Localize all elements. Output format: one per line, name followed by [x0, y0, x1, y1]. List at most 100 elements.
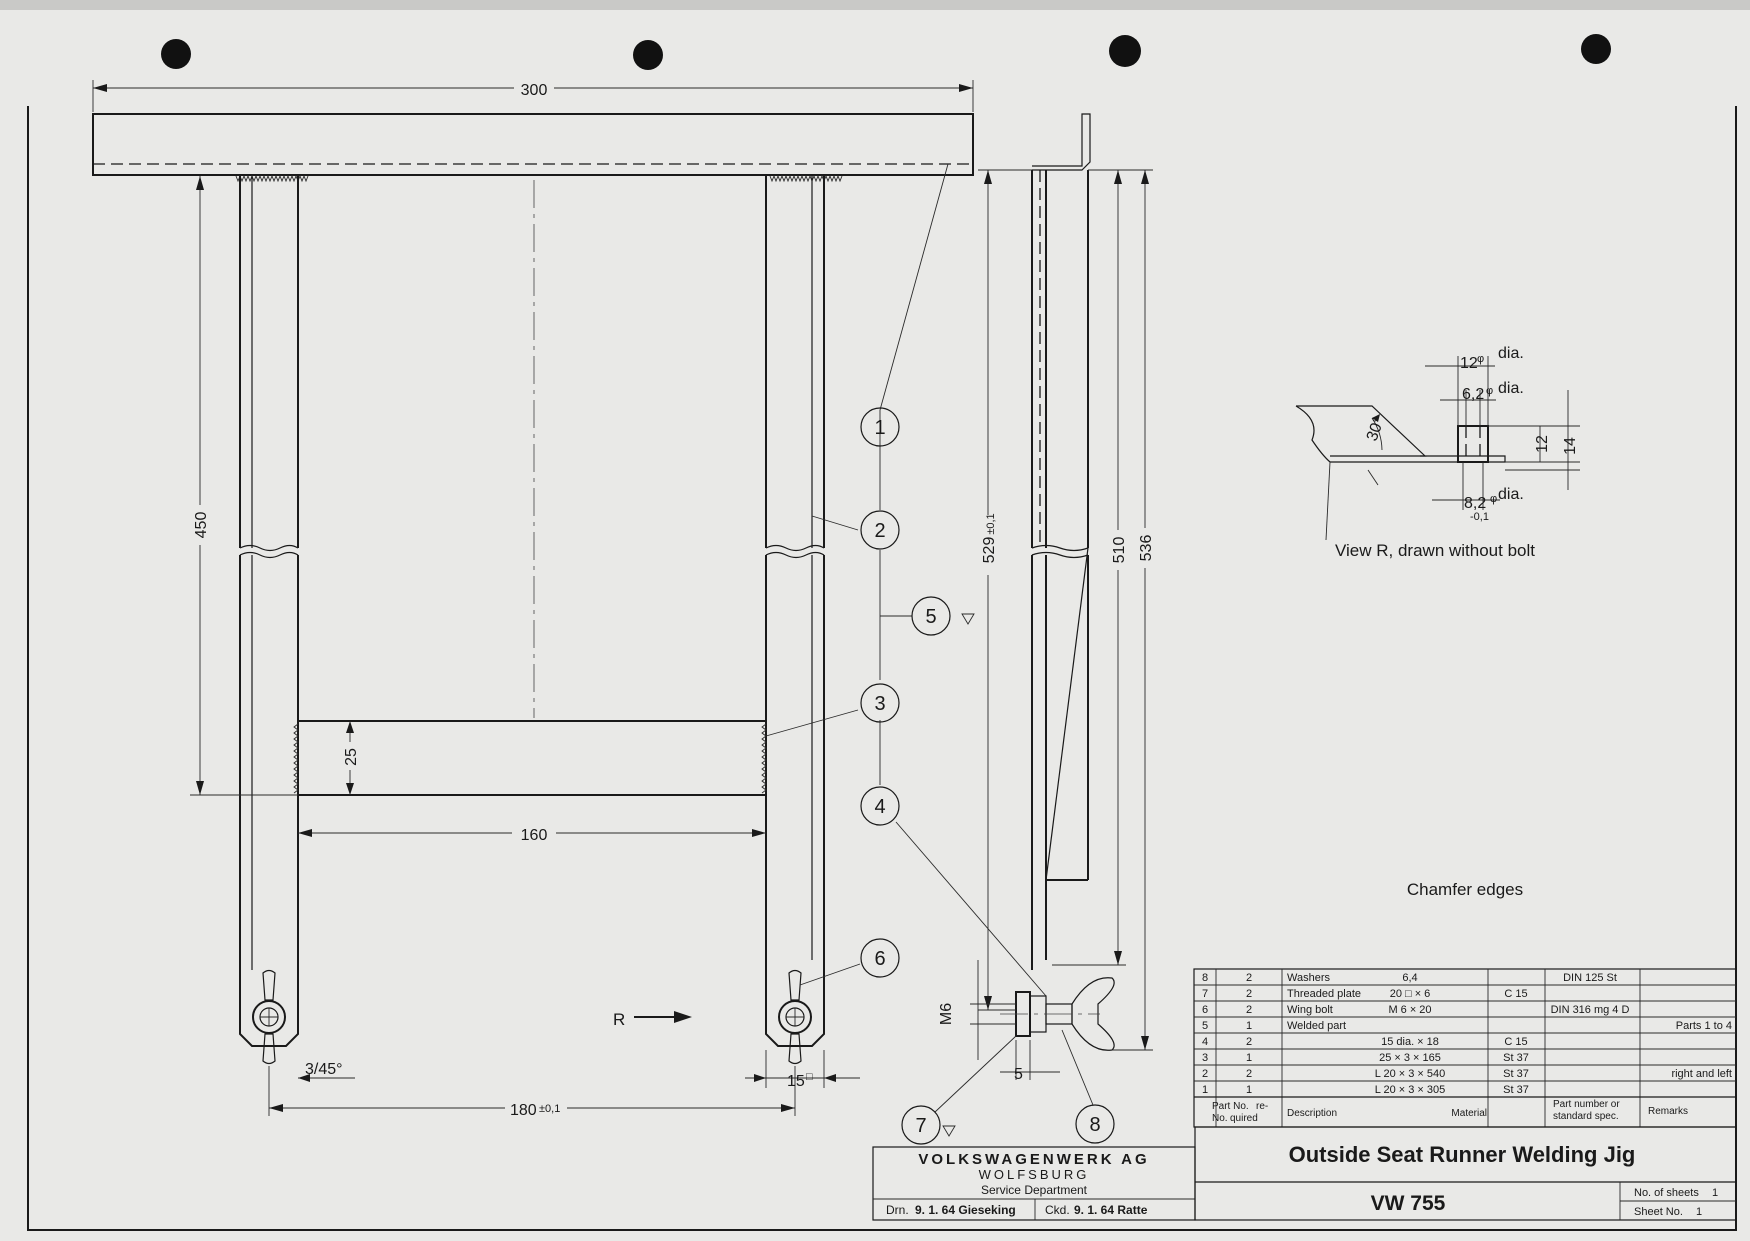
dim-12-dia-label: dia. — [1498, 345, 1524, 362]
punch-hole — [1581, 34, 1611, 64]
side-bolt-assembly — [1000, 977, 1115, 1051]
part-remarks: Parts 1 to 4 — [1676, 1020, 1732, 1032]
sheet-no-label: Sheet No. — [1634, 1206, 1683, 1218]
drawing-number: VW 755 — [1371, 1192, 1446, 1215]
part-description: Welded part — [1287, 1020, 1346, 1032]
checked-label: Ckd. — [1045, 1203, 1070, 1217]
dim-510: 510 — [1111, 537, 1128, 564]
front-dimensions: 300 450 25 160 180 ±0,1 3/45° 15 □ R — [92, 78, 974, 1119]
part-qty: 1 — [1246, 1020, 1252, 1032]
part-no: 1 — [1202, 1084, 1208, 1096]
header-spec-1: Part number or — [1553, 1099, 1620, 1110]
top-angle-bar — [92, 113, 974, 176]
dim-180: 180 — [510, 1102, 537, 1119]
part-material: C 15 — [1504, 988, 1527, 1000]
part-qty: 2 — [1246, 988, 1252, 1000]
part-spec: DIN 316 mg 4 D — [1551, 1004, 1630, 1016]
part-no: 6 — [1202, 1004, 1208, 1016]
balloon-6: 6 — [860, 938, 900, 978]
left-wing-bolt — [252, 969, 286, 1065]
front-view — [92, 113, 974, 1065]
part-size: L 20 × 3 × 540 — [1375, 1068, 1446, 1080]
punch-hole — [1109, 35, 1141, 67]
balloon-1: 1 — [860, 407, 900, 447]
side-top-flange — [1032, 113, 1091, 171]
balloon-8: 8 — [1075, 1104, 1115, 1144]
parts-row: 7 2 Threaded plate 20 □ × 6 C 15 — [1202, 988, 1528, 1000]
dim-12-phi: φ — [1477, 353, 1484, 365]
sheets-label: No. of sheets — [1634, 1187, 1699, 1199]
part-description: Threaded plate — [1287, 988, 1361, 1000]
header-material: Material — [1451, 1108, 1487, 1119]
dim-160: 160 — [521, 827, 548, 844]
part-size: 15 dia. × 18 — [1381, 1036, 1439, 1048]
part-no: 4 — [1202, 1036, 1208, 1048]
part-material: St 37 — [1503, 1084, 1529, 1096]
svg-text:2: 2 — [874, 520, 885, 542]
svg-text:6: 6 — [874, 948, 885, 970]
balloon-3: 3 — [860, 683, 900, 723]
chamfer-note: Chamfer edges — [1407, 880, 1523, 899]
dim-15-square: □ — [806, 1071, 813, 1083]
left-leg-break — [239, 544, 299, 559]
svg-text:5: 5 — [925, 606, 936, 628]
side-break — [1031, 544, 1089, 559]
drawn-label: Drn. — [886, 1203, 909, 1217]
part-description: Washers — [1287, 972, 1330, 984]
dim-62-dia: 6,2 — [1462, 386, 1484, 403]
balloon-2: 2 — [860, 510, 900, 550]
part-no: 2 — [1202, 1068, 1208, 1080]
part-material: St 37 — [1503, 1068, 1529, 1080]
header-qty-2: quired — [1230, 1113, 1258, 1124]
dim-180-tolerance: ±0,1 — [539, 1103, 560, 1115]
dim-14-height: 14 — [1562, 437, 1579, 455]
punch-hole — [161, 39, 191, 69]
side-brace — [1045, 547, 1089, 881]
part-no: 7 — [1202, 988, 1208, 1000]
dim-62-dia-label: dia. — [1498, 380, 1524, 397]
company-name: VOLKSWAGENWERK AG — [918, 1151, 1149, 1168]
svg-text:3: 3 — [874, 693, 885, 715]
svg-text:4: 4 — [874, 796, 885, 818]
dim-450: 450 — [193, 512, 210, 539]
header-part-no: Part No. — [1212, 1101, 1249, 1112]
part-size: M 6 × 20 — [1388, 1004, 1431, 1016]
dim-82-dia-label: dia. — [1498, 486, 1524, 503]
part-material: C 15 — [1504, 1036, 1527, 1048]
dim-m6: M6 — [938, 1003, 955, 1025]
dim-chamfer: 3/45° — [305, 1061, 343, 1078]
dim-62-phi: φ — [1486, 385, 1493, 397]
department: Service Department — [981, 1183, 1088, 1197]
punch-hole — [633, 40, 663, 70]
dim-5: 5 — [1014, 1066, 1023, 1083]
dim-82-phi: φ — [1490, 493, 1497, 505]
side-view — [1000, 113, 1115, 1051]
header-description: Description — [1287, 1108, 1337, 1119]
svg-text:1: 1 — [874, 417, 885, 439]
header-qty-1: re- — [1256, 1101, 1268, 1112]
dim-536: 536 — [1138, 535, 1155, 562]
part-remarks: right and left — [1671, 1068, 1732, 1080]
view-r-caption: View R, drawn without bolt — [1335, 541, 1535, 560]
dim-300: 300 — [521, 82, 548, 99]
part-size: 20 □ × 6 — [1390, 988, 1431, 1000]
dim-12-height: 12 — [1534, 435, 1551, 453]
dim-25: 25 — [343, 748, 360, 766]
view-arrow-label: R — [613, 1010, 625, 1029]
part-qty: 2 — [1246, 972, 1252, 984]
drawn-by: 9. 1. 64 Gieseking — [915, 1203, 1016, 1217]
part-size: L 20 × 3 × 305 — [1375, 1084, 1446, 1096]
part-size: 6,4 — [1402, 972, 1417, 984]
punch-holes — [161, 34, 1611, 70]
dim-15: 15 — [787, 1073, 805, 1090]
drawing-frame — [27, 106, 1737, 1231]
part-material: St 37 — [1503, 1052, 1529, 1064]
right-wing-bolt — [778, 969, 812, 1065]
